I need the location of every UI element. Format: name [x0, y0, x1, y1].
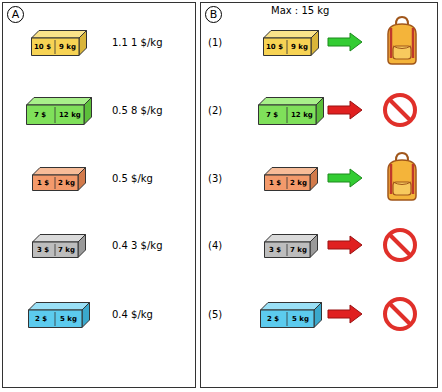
- reject-arrow: [328, 101, 362, 119]
- item-value: 2 $: [267, 315, 279, 324]
- price-per-kg: 1.1 1 $/kg: [112, 37, 163, 48]
- item-box: 7 $ 12 kg: [26, 97, 92, 125]
- price-per-kg: 0.4 3 $/kg: [112, 240, 163, 251]
- no-sign-icon: [385, 299, 415, 329]
- panel-a: A 10 $ 9 kg 7 $ 12 kg 1 $ 2 kg 3 $ 7 kg 2 $ 5 kg: [2, 2, 196, 388]
- panel-letter: B: [205, 6, 222, 23]
- item-weight: 2 kg: [290, 179, 307, 188]
- item-box: 1 $ 2 kg: [32, 167, 86, 191]
- item-weight: 5 kg: [60, 315, 77, 324]
- panel-b: B Max : 15 kg 10 $ 9 kg 7 $ 12 kg 1 $ 2 kg 3 $ 7 …: [200, 2, 438, 388]
- item-box: 2 $ 5 kg: [260, 302, 322, 328]
- step-number: (3): [208, 173, 222, 184]
- item-box: 3 $ 7 kg: [264, 234, 318, 258]
- no-sign-icon: [385, 230, 415, 260]
- backpack-icon: [388, 17, 416, 64]
- item-value: 1 $: [37, 179, 49, 188]
- item-weight: 7 kg: [290, 246, 307, 255]
- item-box: 2 $ 5 kg: [28, 302, 90, 328]
- capacity-label: Max : 15 kg: [271, 5, 329, 16]
- item-value: 1 $: [269, 179, 281, 188]
- no-sign-icon: [385, 95, 415, 125]
- item-box: 7 $ 12 kg: [258, 97, 324, 125]
- item-value: 2 $: [35, 315, 47, 324]
- price-per-kg: 0.5 8 $/kg: [112, 105, 163, 116]
- accept-arrow: [328, 169, 362, 187]
- item-value: 3 $: [37, 246, 49, 255]
- item-box: 1 $ 2 kg: [264, 167, 318, 191]
- item-box: 3 $ 7 kg: [32, 234, 86, 258]
- item-value: 10 $: [266, 43, 283, 52]
- item-weight: 9 kg: [59, 43, 76, 52]
- item-value: 7 $: [266, 111, 278, 120]
- item-value: 3 $: [269, 246, 281, 255]
- price-per-kg: 0.5 $/kg: [112, 173, 153, 184]
- reject-arrow: [328, 236, 362, 254]
- item-box: 10 $ 9 kg: [263, 30, 319, 56]
- panel-letter: A: [7, 6, 24, 23]
- step-number: (1): [208, 37, 222, 48]
- item-weight: 2 kg: [58, 179, 75, 188]
- item-weight: 12 kg: [291, 111, 313, 120]
- backpack-icon: [388, 153, 416, 200]
- item-weight: 12 kg: [59, 111, 81, 120]
- reject-arrow: [328, 305, 362, 323]
- step-number: (5): [208, 309, 222, 320]
- item-weight: 7 kg: [58, 246, 75, 255]
- price-per-kg: 0.4 $/kg: [112, 309, 153, 320]
- accept-arrow: [328, 33, 362, 51]
- step-number: (2): [208, 105, 222, 116]
- step-number: (4): [208, 240, 222, 251]
- item-box: 10 $ 9 kg: [31, 30, 87, 56]
- item-weight: 5 kg: [292, 315, 309, 324]
- item-value: 7 $: [34, 111, 46, 120]
- item-value: 10 $: [34, 43, 51, 52]
- item-weight: 9 kg: [291, 43, 308, 52]
